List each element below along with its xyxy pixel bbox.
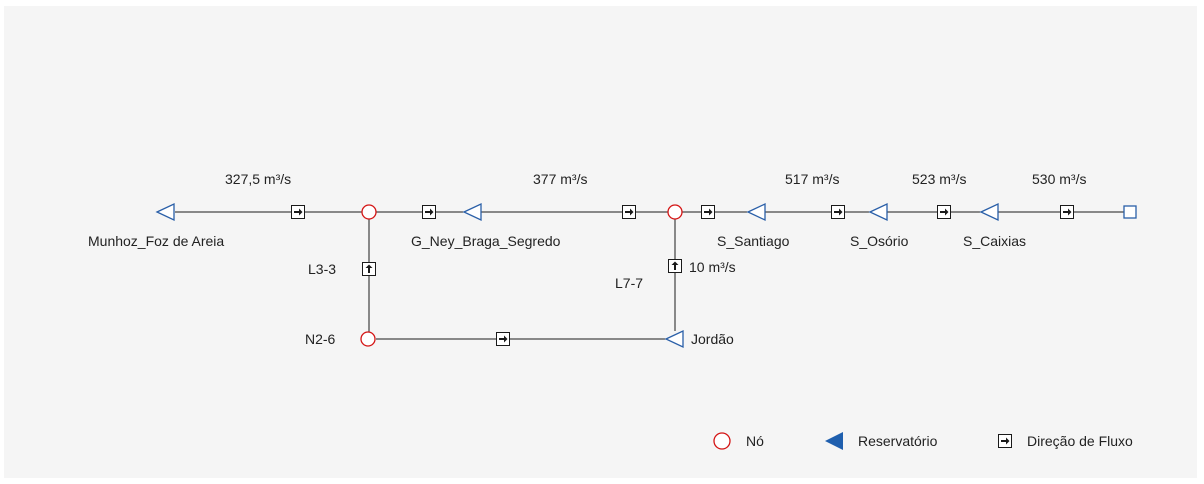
flow-arrow-icon [937, 205, 951, 219]
legend-reservoir-label: Reservatório [858, 433, 938, 449]
legend-flow-direction: Direção de Fluxo [997, 431, 1133, 451]
legend-node-label: Nó [746, 433, 764, 449]
label-l3-3: L3-3 [308, 261, 336, 277]
label-g-ney: G_Ney_Braga_Segredo [411, 233, 561, 249]
reservoir-s-caixias[interactable] [979, 202, 999, 222]
legend-reservoir: Reservatório [824, 431, 937, 451]
label-s-caixias: S_Caixias [963, 233, 1026, 249]
reservoir-munhoz[interactable] [155, 202, 175, 222]
reservoir-s-osorio[interactable] [868, 202, 888, 222]
flow-arrow-up-icon [362, 262, 376, 276]
flow-label-santiago: 517 m³/s [785, 171, 839, 187]
flow-label-gney: 377 m³/s [533, 171, 587, 187]
reservoir-legend-icon [825, 432, 843, 450]
flow-arrow-icon [701, 205, 715, 219]
flow-direction-legend-icon [998, 434, 1012, 448]
node-n2-6[interactable] [360, 331, 376, 347]
source-square[interactable] [1123, 205, 1137, 219]
network-diagram: 327,5 m³/s 377 m³/s 517 m³/s 523 m³/s 53… [88, 171, 1137, 349]
flow-arrow-icon [291, 205, 305, 219]
reservoir-g-ney[interactable] [462, 202, 482, 222]
reservoir-jordao[interactable] [664, 329, 684, 349]
flow-arrow-icon [622, 205, 636, 219]
flow-arrow-icon [422, 205, 436, 219]
legend-node: Nó [712, 431, 764, 451]
flow-label-munhoz: 327,5 m³/s [225, 171, 291, 187]
node-junction-right[interactable] [667, 204, 683, 220]
flow-arrow-up-icon [668, 259, 682, 273]
reservoir-s-santiago[interactable] [746, 202, 766, 222]
node-junction-left[interactable] [361, 204, 377, 220]
label-munhoz: Munhoz_Foz de Areia [88, 233, 224, 249]
label-jordao: Jordão [691, 331, 734, 347]
node-legend-icon [713, 432, 731, 450]
flow-label-jordao: 10 m³/s [689, 259, 736, 275]
label-s-santiago: S_Santiago [717, 233, 790, 249]
label-n2-6: N2-6 [305, 331, 336, 347]
flow-arrow-icon [1060, 205, 1074, 219]
label-l7-7: L7-7 [615, 275, 643, 291]
flow-arrow-icon [831, 205, 845, 219]
diagram-panel: 327,5 m³/s 377 m³/s 517 m³/s 523 m³/s 53… [4, 6, 1197, 478]
flow-label-osorio: 523 m³/s [912, 171, 966, 187]
flow-label-caixias: 530 m³/s [1032, 171, 1086, 187]
flow-arrow-icon [496, 332, 510, 346]
legend-flow-direction-label: Direção de Fluxo [1027, 433, 1133, 449]
label-s-osorio: S_Osório [850, 233, 909, 249]
